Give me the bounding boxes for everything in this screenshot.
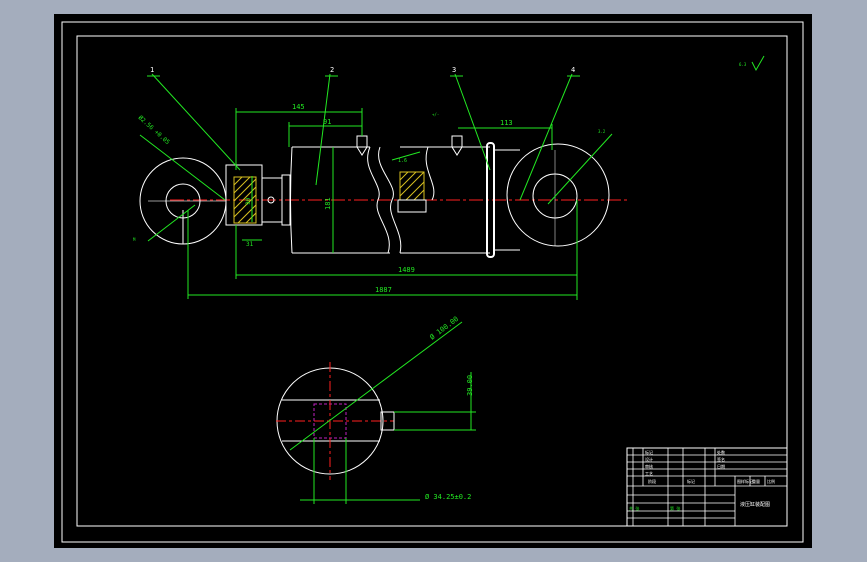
dim-1887: 1887 bbox=[375, 286, 392, 294]
svg-text:阶段: 阶段 bbox=[648, 478, 656, 484]
title-block: 标记 设计 审核 工艺 处数 签名 日期 图样标记 重量 比例 阶段 标记 共 … bbox=[626, 447, 788, 527]
svg-text:处数: 处数 bbox=[717, 449, 725, 455]
svg-text:设计: 设计 bbox=[645, 456, 653, 462]
part-label-2: 2 bbox=[330, 66, 334, 74]
dim-small-1: M bbox=[133, 237, 136, 242]
cylinder-barrel bbox=[290, 135, 520, 258]
svg-text:第 张: 第 张 bbox=[670, 505, 680, 511]
dim-section-height: 39.00 bbox=[466, 375, 474, 396]
sheet-outer-border bbox=[61, 21, 804, 543]
dimension-lines bbox=[139, 73, 613, 300]
svg-text:比例: 比例 bbox=[767, 478, 775, 484]
dim-145: 145 bbox=[292, 103, 305, 111]
svg-text:工艺: 工艺 bbox=[645, 471, 653, 476]
svg-text:日期: 日期 bbox=[717, 463, 725, 469]
dim-small-2: +/- bbox=[432, 112, 439, 117]
dim-barrel-dia: 181 bbox=[324, 197, 332, 210]
model-space-canvas[interactable] bbox=[54, 14, 812, 548]
part-label-3: 3 bbox=[452, 66, 456, 74]
part-label-4: 4 bbox=[571, 66, 575, 74]
roughness-symbol: 6.3 bbox=[739, 55, 765, 72]
svg-text:图样标记: 图样标记 bbox=[737, 478, 753, 484]
right-ear-outer bbox=[506, 143, 610, 247]
svg-text:共 张: 共 张 bbox=[629, 505, 639, 511]
title-block-title: 液压缸装配图 bbox=[740, 501, 770, 508]
svg-text:重量: 重量 bbox=[752, 478, 760, 484]
dim-nut-width: 31 bbox=[246, 241, 254, 248]
svg-text:标记: 标记 bbox=[645, 449, 653, 455]
drawing-frame bbox=[76, 35, 788, 527]
dim-small-4: 3.2 bbox=[598, 129, 606, 134]
dim-section-width: Ø 34.25±0.2 bbox=[425, 493, 471, 501]
svg-text:6.3: 6.3 bbox=[739, 62, 747, 67]
dim-1489: 1489 bbox=[398, 266, 415, 274]
svg-text:审核: 审核 bbox=[645, 463, 653, 469]
svg-text:签名: 签名 bbox=[717, 456, 725, 462]
dim-rod-end: 90 bbox=[245, 197, 252, 205]
dim-113: 113 bbox=[500, 119, 513, 127]
svg-text:标记: 标记 bbox=[687, 478, 695, 484]
dim-91: 91 bbox=[323, 118, 331, 126]
part-label-1: 1 bbox=[150, 66, 154, 74]
dim-small-3: 1.6 bbox=[398, 158, 407, 164]
